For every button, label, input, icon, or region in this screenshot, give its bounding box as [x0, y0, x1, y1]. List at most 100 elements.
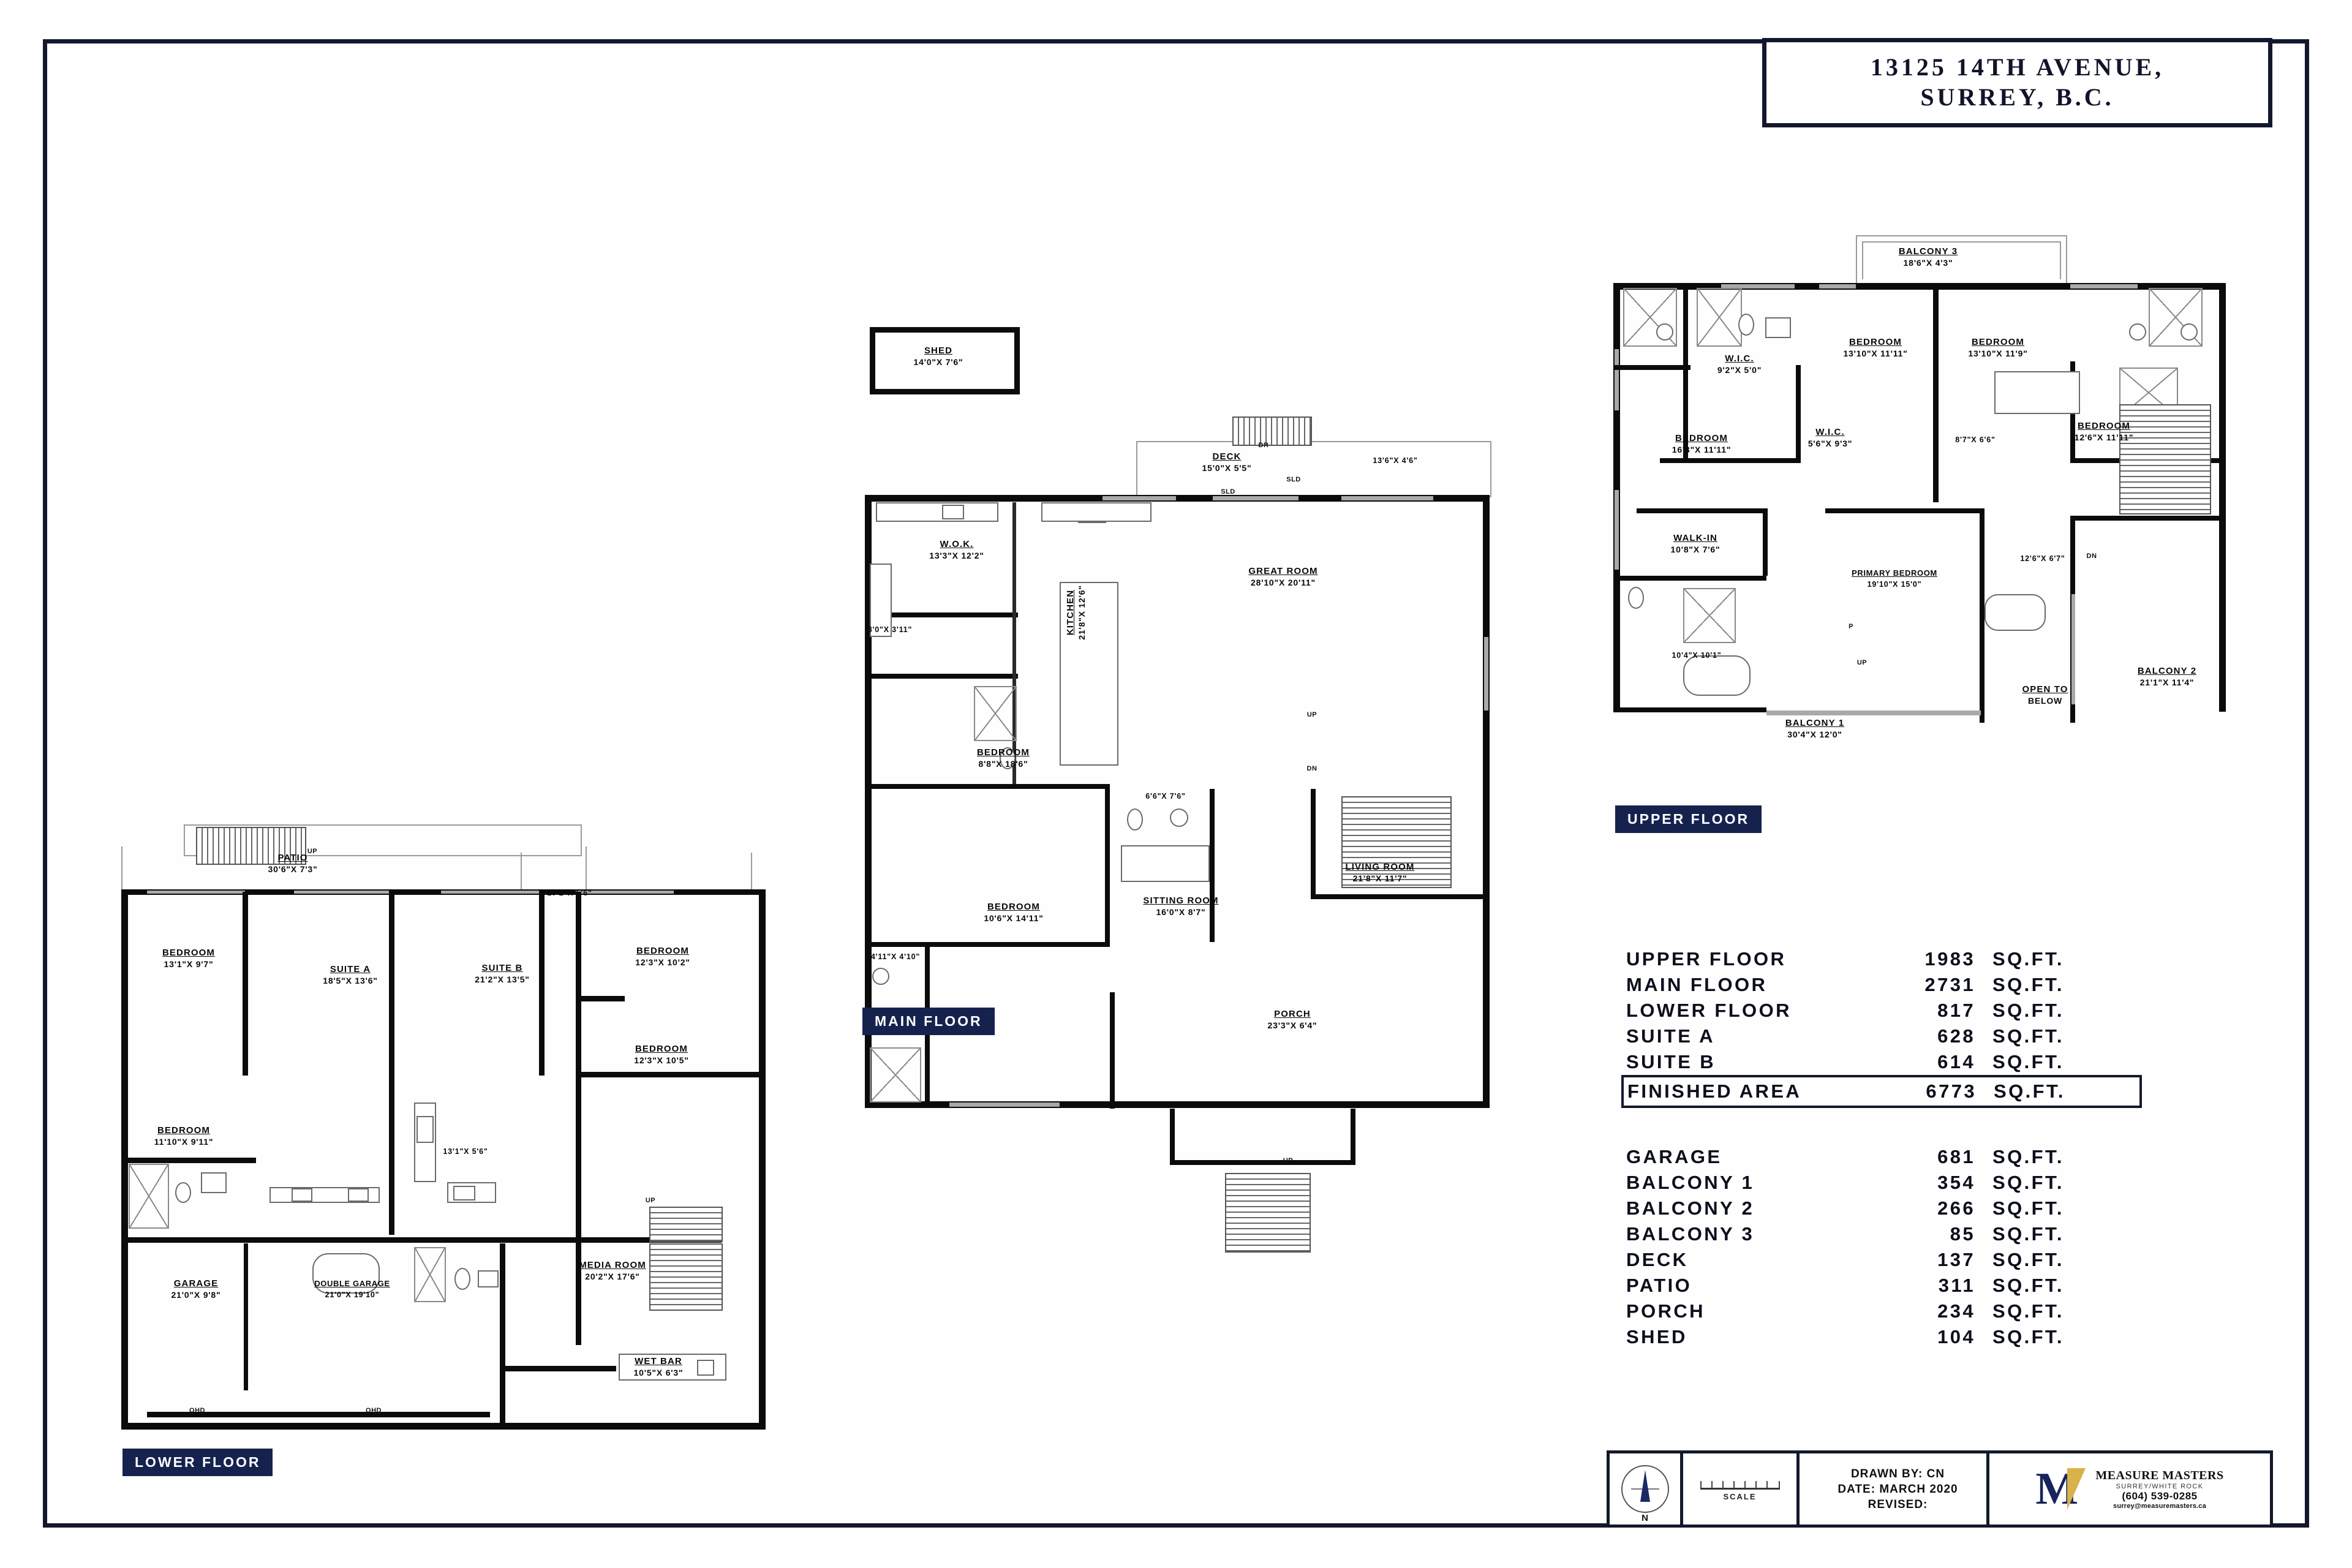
cooktop-icon-b	[453, 1186, 475, 1200]
balcony3-inner	[1862, 241, 2061, 279]
room-name: BALCONY 3	[1898, 246, 1958, 257]
room-dimension: 12'6"X 6'7"	[2020, 554, 2065, 563]
center-spine	[1933, 288, 1939, 502]
room-name: SUITE A	[330, 964, 371, 974]
primary-wall-right	[1980, 508, 1985, 723]
main-floor-badge: MAIN FLOOR	[862, 1008, 995, 1035]
room-name: OPEN TO	[2022, 684, 2068, 695]
wall-garage-split	[244, 1243, 248, 1390]
area-value: 6773	[1926, 1080, 1977, 1102]
room-dimension: 4'11"X 4'10"	[870, 952, 921, 961]
scale-bar-icon	[1700, 1477, 1780, 1490]
sink-u3-icon	[2180, 323, 2198, 341]
shed-wall-right	[1014, 327, 1020, 394]
room-dimension: 6'6"X 7'6"	[1145, 792, 1186, 801]
upper-stair	[2119, 404, 2211, 514]
room-dimension: 8'0"X 3'11"	[867, 625, 913, 634]
room-name: BEDROOM	[636, 946, 690, 956]
upper-floor-annotation: DN	[2086, 552, 2097, 560]
room-dimension: 21'0"X 9'8"	[171, 1290, 221, 1300]
main-floor-annotation: UP	[1306, 711, 1317, 718]
area-value: 104	[1937, 1326, 1975, 1348]
room-dimension: 21'8"X 11'7"	[1352, 873, 1408, 883]
area-value: 2731	[1924, 974, 1975, 995]
bed-wall-top	[865, 784, 1110, 789]
main-floor-room-label: 8'0"X 3'11"	[868, 624, 912, 635]
porch-wall-bottom	[1170, 1160, 1355, 1165]
room-name: PORCH	[1274, 1009, 1311, 1019]
room-dimension: 12'3"X 10'5"	[634, 1055, 689, 1065]
toilet-icon-2	[454, 1268, 470, 1290]
revised-line: REVISED:	[1868, 1498, 1928, 1511]
window-band-top3	[441, 891, 539, 894]
main-wall-bottom	[865, 1101, 1490, 1108]
deck-stair	[1232, 417, 1312, 446]
wok-wall-right	[1012, 502, 1016, 612]
upper-floor-room-label: 8'7"X 6'6"	[1955, 434, 1995, 445]
bed-wall-v1	[1796, 365, 1801, 463]
company-region: SURREY/WHITE ROCK	[2116, 1482, 2204, 1490]
room-name: BEDROOM	[2077, 421, 2131, 431]
main-floor-plan	[858, 318, 1494, 1253]
area-unit: SQ.FT.	[1994, 1080, 2065, 1102]
fridge-icon-b	[417, 1116, 434, 1143]
closet-left	[870, 1047, 921, 1102]
garage-door-recess	[147, 1412, 490, 1417]
upper-window-top3	[2070, 284, 2138, 288]
area-value: 311	[1938, 1275, 1975, 1296]
room-dimension: 23'3"X 6'4"	[1267, 1020, 1317, 1030]
room-name: BEDROOM	[162, 948, 216, 958]
exterior-wall-bottom	[121, 1423, 766, 1430]
bathtub-icon	[312, 1253, 380, 1294]
room-dimension: 14'0"X 7'6"	[913, 357, 963, 367]
area-value: 628	[1937, 1025, 1975, 1047]
area-label: BALCONY 1	[1626, 1172, 1755, 1193]
room-dimension: 30'6"X 7'3"	[268, 864, 318, 874]
area-unit: SQ.FT.	[1992, 1326, 2064, 1348]
sink-icon-left	[872, 968, 889, 985]
wall-lower-mid2	[121, 1237, 722, 1243]
room-name: W.I.C.	[1725, 353, 1754, 364]
area-unit: SQ.FT.	[1992, 1146, 2064, 1167]
balcony2-glazing	[2071, 594, 2075, 704]
shed-wall-bottom	[870, 389, 1020, 394]
ens2-wall-h	[1613, 576, 1766, 581]
exterior-wall-right	[759, 889, 766, 1428]
bath-wall-v	[1105, 796, 1110, 943]
wall-suiteB-right	[539, 892, 545, 1076]
room-dimension: 17'2"X 5'6"	[547, 889, 592, 897]
room-dimension: 13'10"X 11'11"	[1843, 349, 1908, 358]
room-dimension: 13'1"X 5'6"	[443, 1147, 488, 1156]
north-letter: N	[1642, 1513, 1648, 1523]
area-label: BALCONY 2	[1626, 1197, 1755, 1219]
room-name: MEDIA ROOM	[579, 1260, 646, 1270]
primary-wall-top2	[1825, 508, 1985, 513]
area-label: LOWER FLOOR	[1626, 1000, 1792, 1021]
room-dimension: 18'6"X 4'3"	[1903, 258, 1953, 268]
lower-floor-room-label: 17'2"X 5'6"	[547, 888, 592, 899]
scale-cell: SCALE	[1683, 1453, 1800, 1525]
porch-wall-right	[1351, 1109, 1355, 1165]
main-window-right	[1484, 637, 1488, 710]
area-unit: SQ.FT.	[1992, 1172, 2064, 1193]
area-value: 137	[1937, 1249, 1975, 1270]
area-value: 85	[1950, 1223, 1975, 1245]
room-dimension: 16'3"X 11'11"	[1672, 445, 1732, 454]
upper-wall-right	[2219, 283, 2226, 712]
patio-outline	[184, 824, 582, 856]
